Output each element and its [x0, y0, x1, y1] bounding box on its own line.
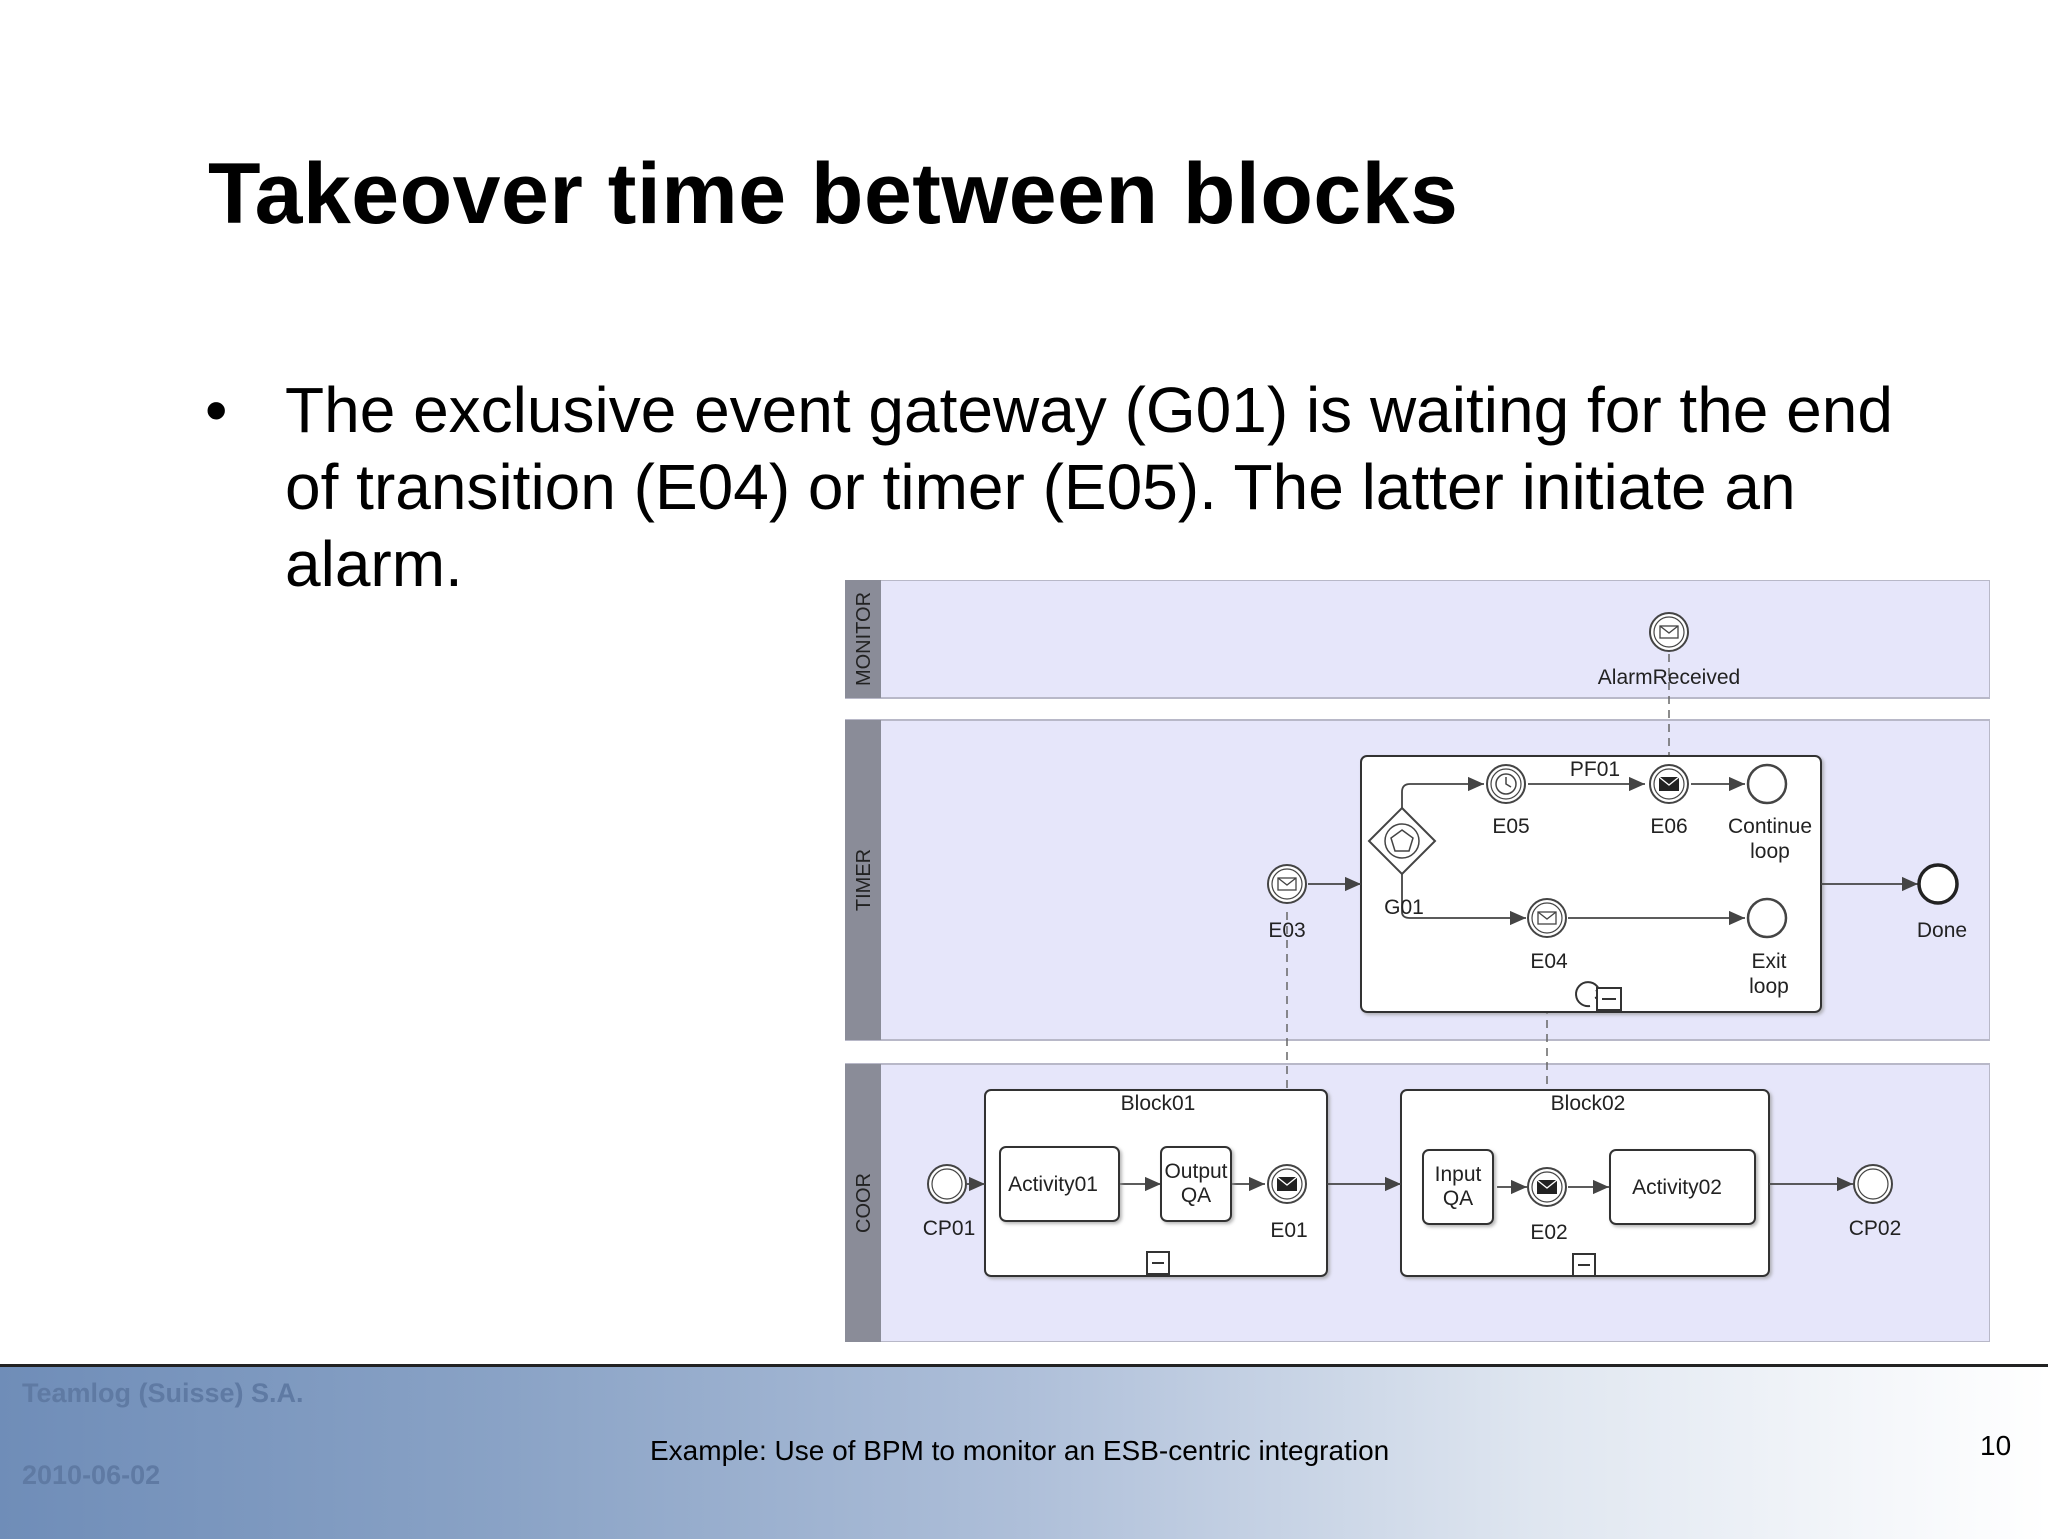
- e02-label: E02: [1530, 1221, 1567, 1244]
- pf01-label: PF01: [1570, 758, 1620, 781]
- pentagon-icon: [1390, 829, 1414, 852]
- e03-message-event: E03: [1267, 864, 1307, 942]
- activity02-label: Activity02: [1632, 1176, 1722, 1199]
- footer-company: Teamlog (Suisse) S.A.: [22, 1378, 304, 1408]
- page-number: 10: [1980, 1430, 2012, 1461]
- e01-label: E01: [1270, 1219, 1307, 1242]
- alarm-received-event: AlarmReceived: [1598, 612, 1740, 689]
- bpmn-diagram: MONITOR TIMER COOR AlarmReceived: [845, 580, 1990, 1342]
- task-input-qa: Input QA: [1422, 1149, 1494, 1225]
- sequence-flows: [1308, 776, 1918, 926]
- e04-label: E04: [1530, 950, 1568, 973]
- e05-timer-event: E05: [1486, 764, 1530, 838]
- alarm-received-label: AlarmReceived: [1598, 666, 1740, 689]
- coor-sequence-flows: [967, 1176, 1853, 1195]
- exit-loop-label-1: Exit: [1751, 950, 1786, 973]
- continue-loop-event: Continue loop: [1728, 763, 1812, 863]
- task-activity02: Activity02: [1609, 1149, 1756, 1225]
- cp01-label: CP01: [923, 1217, 976, 1240]
- e06-message-event: E06: [1649, 764, 1689, 838]
- exit-loop-label-2: loop: [1749, 975, 1789, 998]
- exit-loop-event: Exit loop: [1746, 897, 1789, 998]
- cp01-start-event: CP01: [923, 1164, 976, 1240]
- output-qa-label-2: QA: [1181, 1184, 1211, 1207]
- continue-loop-label-1: Continue: [1728, 815, 1812, 838]
- activity01-label: Activity01: [1008, 1173, 1098, 1196]
- lane-monitor-label: MONITOR: [853, 592, 875, 686]
- bullet-text: The exclusive event gateway (G01) is wai…: [285, 374, 1893, 600]
- bullet-marker: •: [205, 374, 228, 446]
- done-label: Done: [1917, 919, 1967, 942]
- task-activity01: Activity01: [999, 1146, 1120, 1222]
- g01-label: G01: [1384, 896, 1424, 919]
- output-qa-label-1: Output: [1164, 1160, 1227, 1183]
- done-end-event: Done: [1917, 863, 1967, 942]
- input-qa-label-1: Input: [1435, 1163, 1482, 1186]
- footer-bar: [0, 1364, 2048, 1539]
- footer-caption: Example: Use of BPM to monitor an ESB-ce…: [650, 1435, 1390, 1466]
- slide-title: Takeover time between blocks: [208, 146, 1459, 242]
- subprocess-block02: Block02: [1400, 1089, 1770, 1277]
- e01-message-event: E01: [1267, 1164, 1308, 1242]
- footer-date: 2010-06-02: [22, 1460, 161, 1490]
- e05-label: E05: [1492, 815, 1529, 838]
- e06-label: E06: [1650, 815, 1687, 838]
- collapse-marker-icon: [1146, 1251, 1170, 1275]
- task-output-qa: Output QA: [1160, 1146, 1232, 1222]
- e04-message-event: E04: [1527, 898, 1568, 973]
- g01-event-gateway: G01: [1367, 806, 1437, 919]
- lane-coor-label: COOR: [853, 1173, 875, 1233]
- lane-timer-label: TIMER: [853, 849, 875, 911]
- cp02-event: CP02: [1849, 1164, 1902, 1240]
- e02-message-event: E02: [1527, 1167, 1568, 1244]
- lane-monitor: MONITOR: [845, 580, 1990, 699]
- input-qa-label-2: QA: [1443, 1187, 1473, 1210]
- collapse-marker-icon: [1596, 987, 1622, 1011]
- cp02-label: CP02: [1849, 1217, 1902, 1240]
- continue-loop-label-2: loop: [1750, 840, 1790, 863]
- block02-label: Block02: [1551, 1092, 1626, 1115]
- collapse-marker-icon: [1572, 1253, 1596, 1277]
- block01-label: Block01: [1121, 1092, 1196, 1115]
- e03-label: E03: [1268, 919, 1305, 942]
